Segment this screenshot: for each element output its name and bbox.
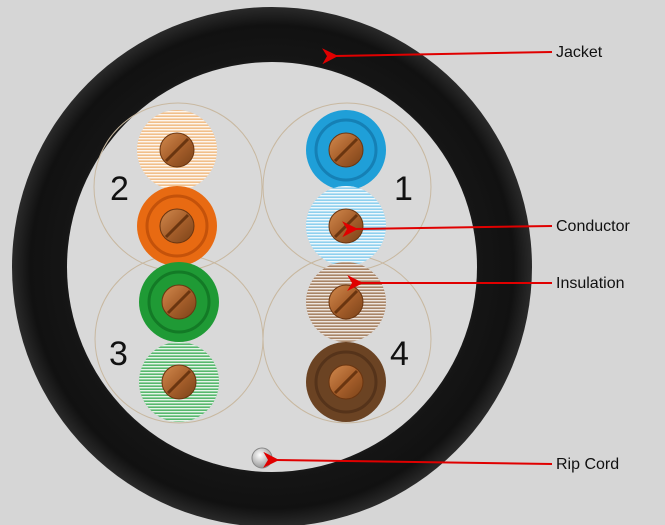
conductor-leader [342, 221, 553, 238]
jacket-leader [322, 48, 553, 65]
pair-3 [139, 262, 219, 422]
leader-lines [263, 48, 553, 468]
rip-cord [251, 447, 273, 469]
insulation-label: Insulation [556, 275, 625, 292]
pair-number-1: 1 [394, 170, 413, 208]
pair-number-2: 2 [110, 170, 129, 208]
pair-4 [306, 262, 386, 422]
cable-interior [67, 62, 477, 472]
pair-number-3: 3 [109, 335, 128, 373]
jacket-label: Jacket [556, 44, 603, 61]
rip-cord-label: Rip Cord [556, 456, 619, 473]
pair-2 [137, 110, 217, 266]
rip-cord-leader [263, 451, 553, 468]
conductor-label: Conductor [556, 218, 630, 235]
pair-number-4: 4 [390, 335, 409, 373]
